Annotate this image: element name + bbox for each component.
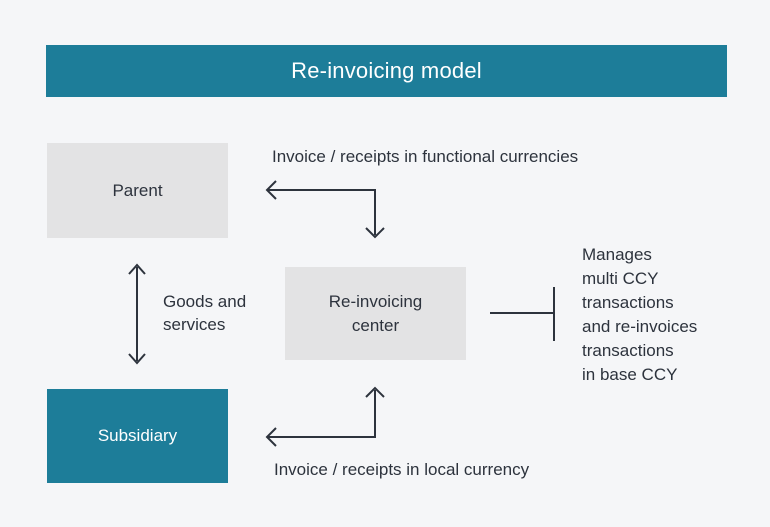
arrow-invoice-local [265,386,385,447]
diagram-title: Re-invoicing model [291,58,482,83]
label-manages-transactions: Manages multi CCY transactions and re-in… [582,245,698,384]
arrow-invoice-functional [265,180,385,239]
reinvoicing-center-box-label: Re-invoicing center [328,291,423,335]
connector-manages [490,287,555,341]
subsidiary-box: Subsidiary [47,389,228,483]
label-local-currency: Invoice / receipts in local currency [274,460,530,479]
reinvoicing-center-box: Re-invoicing center [285,267,466,360]
label-functional-currencies: Invoice / receipts in functional currenc… [272,147,579,166]
title-bar: Re-invoicing model [46,45,727,97]
subsidiary-box-label: Subsidiary [97,426,178,445]
label-goods-services: Goods and services [163,292,247,334]
parent-box-label: Parent [112,180,163,200]
parent-box: Parent [47,143,228,238]
arrow-goods-services [128,263,146,365]
